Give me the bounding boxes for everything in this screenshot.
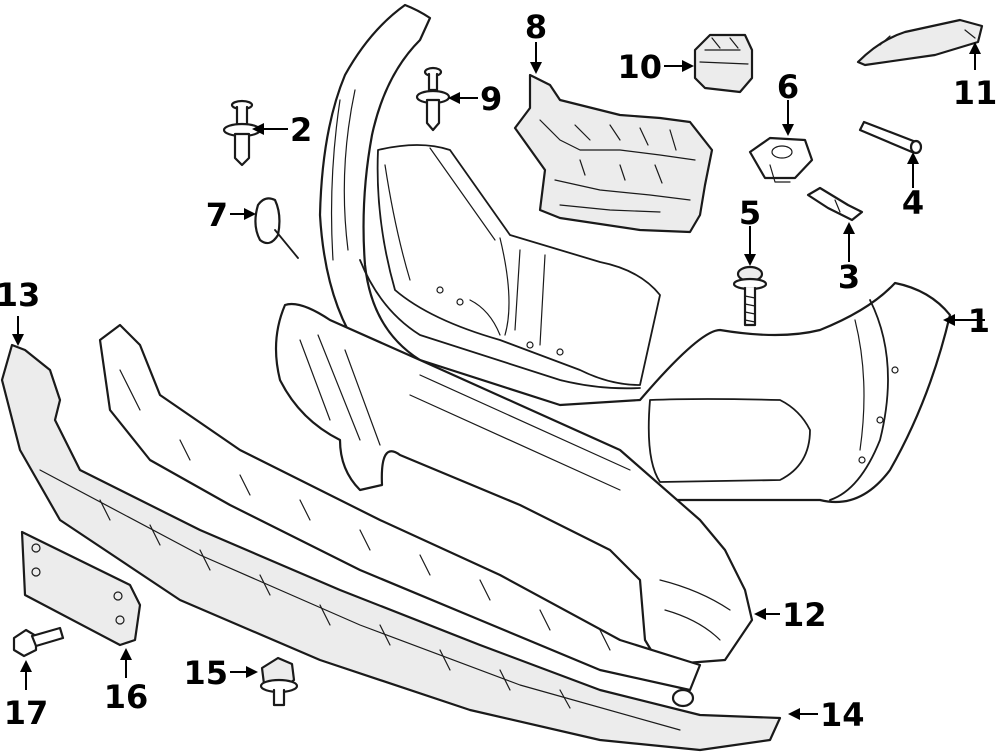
callout-11: 11: [953, 74, 998, 112]
rivet-clip: [222, 99, 262, 167]
push-clip: [415, 66, 451, 132]
flange-bolt: [732, 265, 768, 327]
callout-labels: 1 2 3 4 5 6 7 8 9 10 11 12 13 14 15 16 1…: [0, 8, 997, 734]
callout-5: 5: [739, 194, 761, 232]
air-deflector: [98, 323, 702, 692]
bumper-cover: [318, 3, 952, 504]
callout-12: 12: [782, 596, 827, 634]
clip-nut: [748, 136, 814, 183]
callout-6: 6: [777, 68, 799, 106]
callout-17: 17: [4, 694, 49, 732]
retainer-clip: [806, 186, 864, 222]
callout-13: 13: [0, 276, 40, 314]
callout-16: 16: [104, 678, 149, 716]
license-bracket: [20, 530, 142, 647]
callout-7: 7: [206, 196, 228, 234]
callout-14: 14: [820, 696, 865, 734]
callout-2: 2: [290, 111, 312, 149]
bracket-clip: [693, 33, 754, 94]
guide-pin: [858, 120, 923, 155]
callout-8: 8: [525, 8, 547, 46]
license-bolt: [12, 626, 65, 658]
push-nut: [259, 656, 299, 707]
callout-9: 9: [480, 80, 502, 118]
side-bracket: [856, 18, 984, 67]
callout-4: 4: [902, 184, 924, 222]
leaders: [12, 42, 985, 720]
callout-1: 1: [968, 302, 990, 340]
tow-hook-cover: [254, 197, 299, 259]
lower-carrier: [274, 302, 754, 667]
callout-15: 15: [183, 654, 228, 692]
callout-3: 3: [838, 258, 860, 296]
bumper-bracket: [513, 73, 714, 234]
callout-10: 10: [617, 48, 662, 86]
lower-spoiler: [0, 343, 782, 752]
